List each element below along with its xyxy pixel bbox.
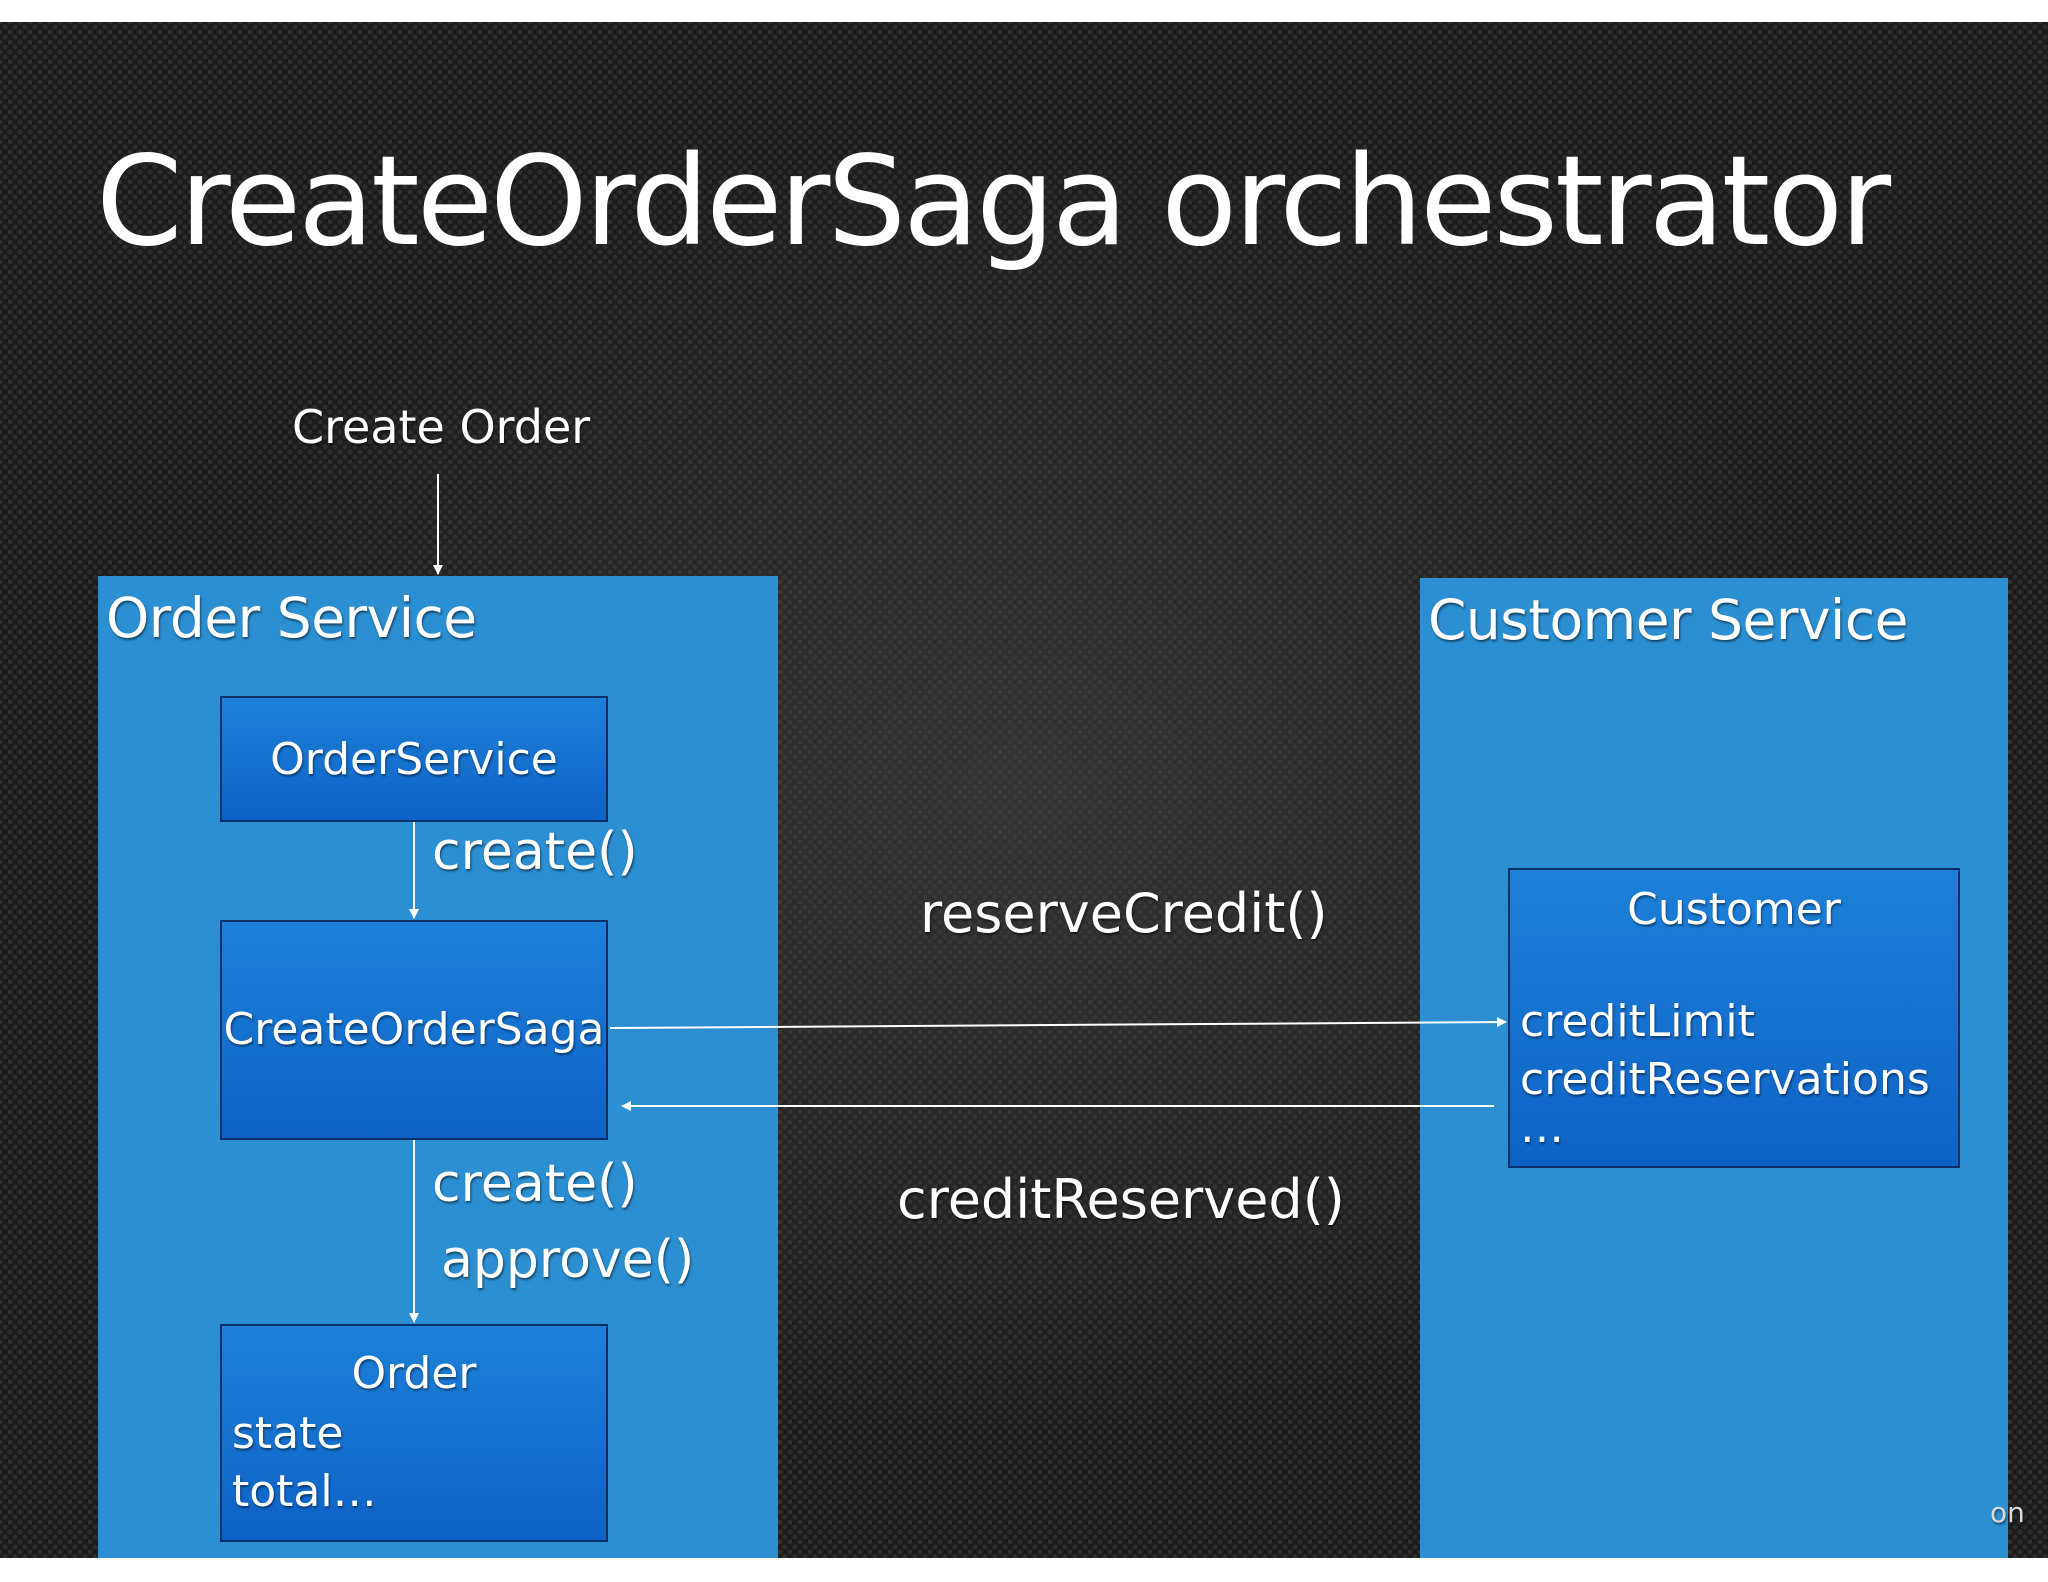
customer-box-title: Customer [1627, 884, 1841, 935]
order-service-label: Order Service [106, 586, 477, 650]
order-service-box-title: OrderService [270, 734, 558, 785]
order-service-box: OrderService [220, 696, 608, 822]
order-box-field: state [232, 1408, 344, 1459]
slide-title: CreateOrderSaga orchestrator [96, 130, 1891, 274]
customer-service-label: Customer Service [1428, 588, 1908, 652]
create-call-label: create() [432, 822, 638, 882]
corner-text-fragment: on [1990, 1496, 2025, 1529]
approve-call-label: approve() [441, 1230, 695, 1290]
create-order-saga-box: CreateOrderSaga [220, 920, 608, 1140]
order-box: Order state total… [220, 1324, 608, 1542]
create-call-label: create() [432, 1154, 638, 1214]
reserve-credit-label: reserveCredit() [920, 882, 1328, 945]
customer-box: Customer creditLimit creditReservations … [1508, 868, 1960, 1168]
customer-box-field: creditReservations [1520, 1054, 1930, 1105]
slide: CreateOrderSaga orchestrator Create Orde… [0, 22, 2048, 1558]
customer-box-field: creditLimit [1520, 996, 1755, 1047]
create-order-label: Create Order [292, 400, 591, 454]
order-box-field: total… [232, 1466, 377, 1517]
order-box-title: Order [351, 1348, 477, 1399]
credit-reserved-label: creditReserved() [897, 1168, 1345, 1231]
customer-box-field: … [1520, 1102, 1564, 1153]
create-order-saga-box-title: CreateOrderSaga [223, 1004, 605, 1055]
